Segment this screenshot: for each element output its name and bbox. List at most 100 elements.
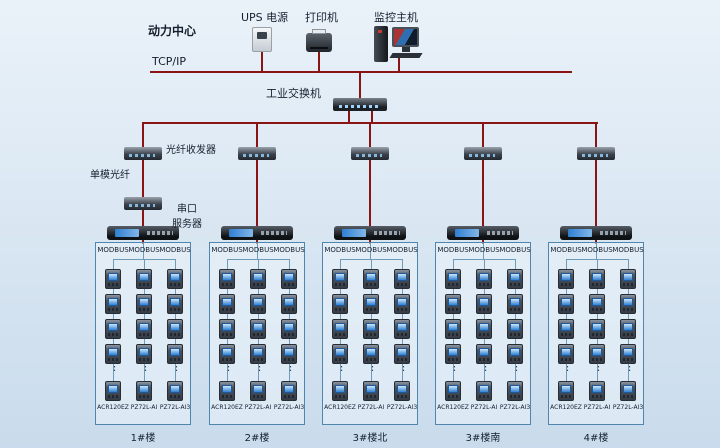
connection-line	[482, 239, 484, 244]
printer-paper	[312, 29, 326, 34]
power-meter-icon	[558, 319, 574, 339]
meter-screen	[510, 273, 520, 281]
connection-line	[256, 160, 258, 227]
meter-terminals	[479, 283, 489, 286]
meter-screen	[397, 385, 407, 393]
meter-screen	[397, 323, 407, 331]
meter-screen	[139, 385, 149, 393]
meter-model-label: ACR120EZ	[211, 404, 243, 411]
continuation-ellipsis: ⋮	[398, 360, 409, 373]
serial-server-ports	[600, 231, 626, 235]
meter-terminals	[448, 358, 458, 361]
power-meter-icon	[250, 319, 266, 339]
printer-output-slot	[310, 47, 328, 49]
meter-screen	[623, 323, 633, 331]
connection-line	[482, 122, 484, 148]
serial-server-ports	[487, 231, 513, 235]
fiber-transceiver-device	[577, 147, 615, 160]
meter-screen	[170, 348, 180, 356]
power-meter-icon	[445, 269, 461, 289]
power-meter-icon	[620, 319, 636, 339]
meter-screen	[510, 323, 520, 331]
power-meter-icon	[250, 344, 266, 364]
meter-screen	[335, 273, 345, 281]
meter-terminals	[397, 283, 407, 286]
fiber-transceiver-label: 光纤收发器	[166, 145, 216, 156]
meter-screen	[284, 298, 294, 306]
power-meter-icon	[105, 294, 121, 314]
meter-terminals	[139, 308, 149, 311]
meter-screen	[284, 385, 294, 393]
modbus-protocol-label: MODBUS	[97, 246, 129, 254]
meter-terminals	[222, 333, 232, 336]
power-meter-icon	[136, 344, 152, 364]
meter-terminals	[366, 308, 376, 311]
modbus-protocol-label: MODBUS	[581, 246, 613, 254]
meter-screen	[510, 298, 520, 306]
meter-screen	[108, 298, 118, 306]
power-meter-icon	[105, 381, 121, 401]
serial-server-device	[447, 226, 519, 240]
power-meter-icon	[363, 269, 379, 289]
meter-model-label: ACR120EZ	[324, 404, 356, 411]
fiber-transceiver-device	[124, 147, 162, 160]
meter-terminals	[510, 308, 520, 311]
meter-terminals	[170, 308, 180, 311]
continuation-ellipsis: ⋮	[171, 360, 182, 373]
transceiver-ports	[582, 154, 608, 157]
transceiver-ports	[356, 154, 382, 157]
meter-terminals	[479, 358, 489, 361]
power-meter-icon	[136, 319, 152, 339]
continuation-ellipsis: ⋮	[254, 360, 265, 373]
serial-server-screen	[455, 229, 479, 237]
power-meter-icon	[476, 269, 492, 289]
power-meter-icon	[219, 319, 235, 339]
modbus-protocol-label: MODBUS	[242, 246, 274, 254]
switch-ports	[339, 105, 381, 108]
power-meter-icon	[476, 294, 492, 314]
power-meter-icon	[167, 294, 183, 314]
power-meter-icon	[394, 381, 410, 401]
continuation-ellipsis: ⋮	[367, 360, 378, 373]
meter-terminals	[253, 283, 263, 286]
connection-line	[595, 122, 597, 148]
building-label: 1#楼	[130, 433, 156, 444]
serial-server-ports	[374, 231, 400, 235]
power-meter-icon	[332, 269, 348, 289]
meter-terminals	[510, 333, 520, 336]
connection-line	[595, 239, 597, 244]
continuation-ellipsis: ⋮	[624, 360, 635, 373]
transceiver-ports	[243, 154, 269, 157]
meter-screen	[139, 273, 149, 281]
meter-terminals	[510, 395, 520, 398]
connection-line	[595, 160, 597, 227]
meter-terminals	[108, 333, 118, 336]
power-meter-icon	[589, 381, 605, 401]
meter-screen	[253, 348, 263, 356]
meter-terminals	[623, 283, 633, 286]
power-meter-icon	[136, 269, 152, 289]
meter-screen	[170, 273, 180, 281]
power-meter-icon	[445, 381, 461, 401]
power-meter-icon	[558, 269, 574, 289]
meter-terminals	[139, 333, 149, 336]
meter-screen	[479, 273, 489, 281]
power-meter-icon	[363, 319, 379, 339]
meter-terminals	[335, 395, 345, 398]
power-meter-icon	[332, 294, 348, 314]
meter-screen	[592, 273, 602, 281]
connection-line	[142, 239, 144, 244]
meter-screen	[222, 273, 232, 281]
fiber-transceiver-device	[124, 197, 162, 210]
power-meter-icon	[250, 381, 266, 401]
tcpip-bus-line	[150, 71, 572, 73]
modbus-protocol-label: MODBUS	[211, 246, 243, 254]
meter-terminals	[448, 333, 458, 336]
meter-terminals	[284, 333, 294, 336]
transceiver-ports	[129, 154, 155, 157]
power-meter-icon	[507, 344, 523, 364]
meter-screen	[397, 348, 407, 356]
power-meter-icon	[394, 319, 410, 339]
connection-line	[142, 122, 144, 148]
